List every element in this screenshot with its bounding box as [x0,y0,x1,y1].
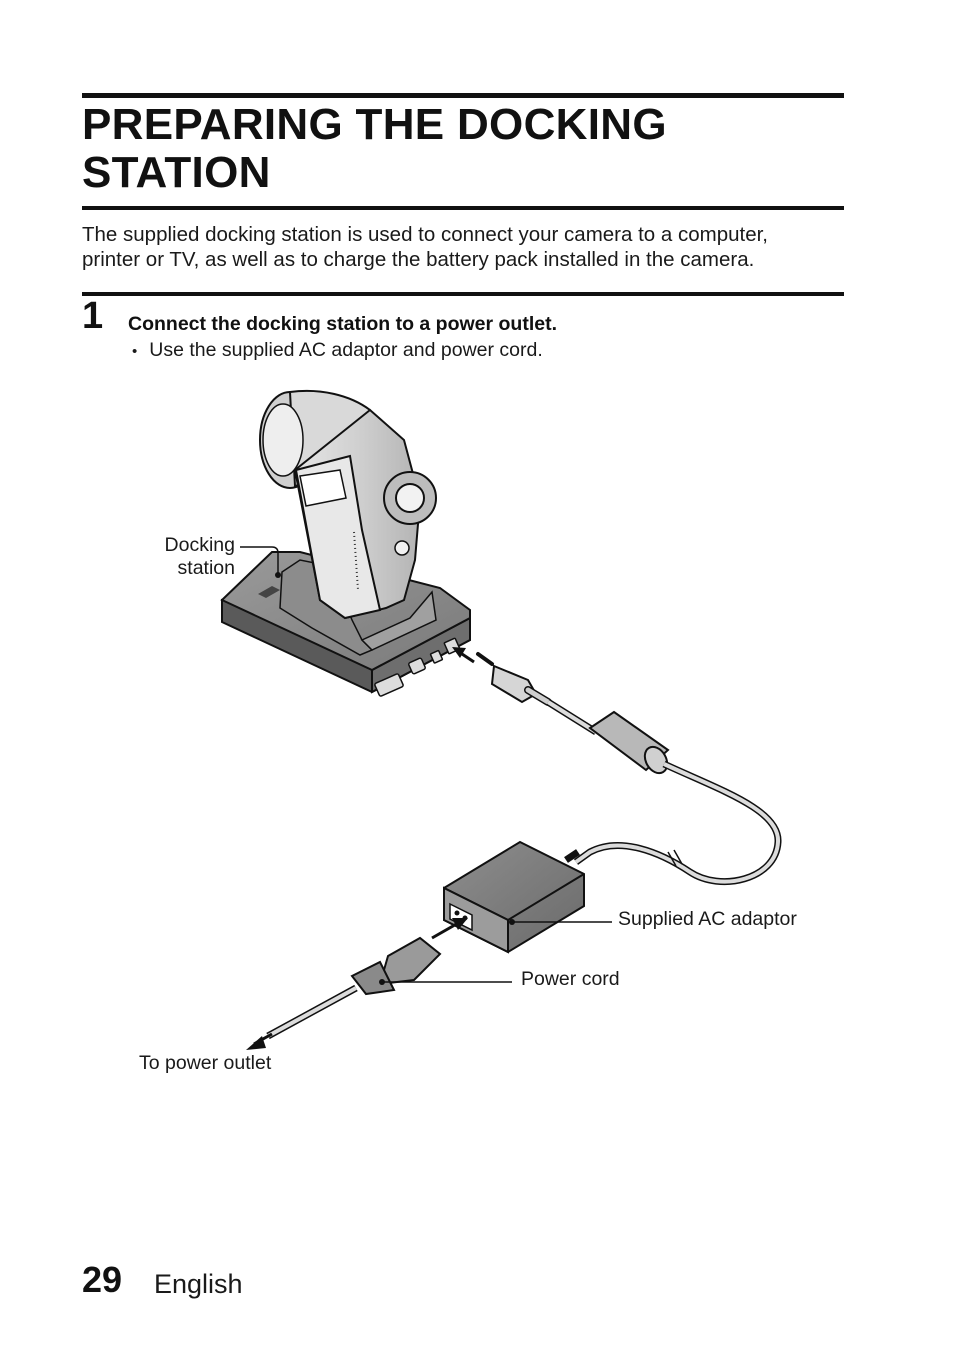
dc-cord-drawing [452,647,782,886]
intro-paragraph: The supplied docking station is used to … [82,222,852,272]
footer-language: English [154,1269,243,1299]
step-number: 1 [82,295,104,337]
label-ac-adaptor: Supplied AC adaptor [618,908,797,930]
page-title-line-2: STATION [82,148,271,197]
bullet-text: Use the supplied AC adaptor and power co… [149,339,543,361]
label-docking-line-1: Docking [164,534,235,556]
label-power-outlet: To power outlet [139,1052,272,1074]
title-bottom-rule [82,206,844,210]
intro-line-2: printer or TV, as well as to charge the … [82,248,755,271]
page-title-line-1: PREPARING THE DOCKING [82,100,667,149]
bullet-marker: • [132,343,138,360]
leader-lines [240,546,612,985]
page-title: PREPARING THE DOCKING STATION [82,101,842,197]
label-docking-line-2: station [177,557,235,579]
step-instruction: Connect the docking station to a power o… [128,313,558,335]
ac-adaptor-drawing [443,840,585,954]
step-bullet-item: • Use the supplied AC adaptor and power c… [132,338,543,364]
camera-drawing [259,389,437,620]
intro-line-1: The supplied docking station is used to … [82,223,768,246]
page-number: 29 [82,1259,123,1300]
power-cord-drawing [246,918,468,1050]
label-power-cord: Power cord [521,968,620,990]
title-top-rule [82,93,844,98]
label-docking-station: Docking station [145,534,235,580]
step-rule [82,292,844,296]
